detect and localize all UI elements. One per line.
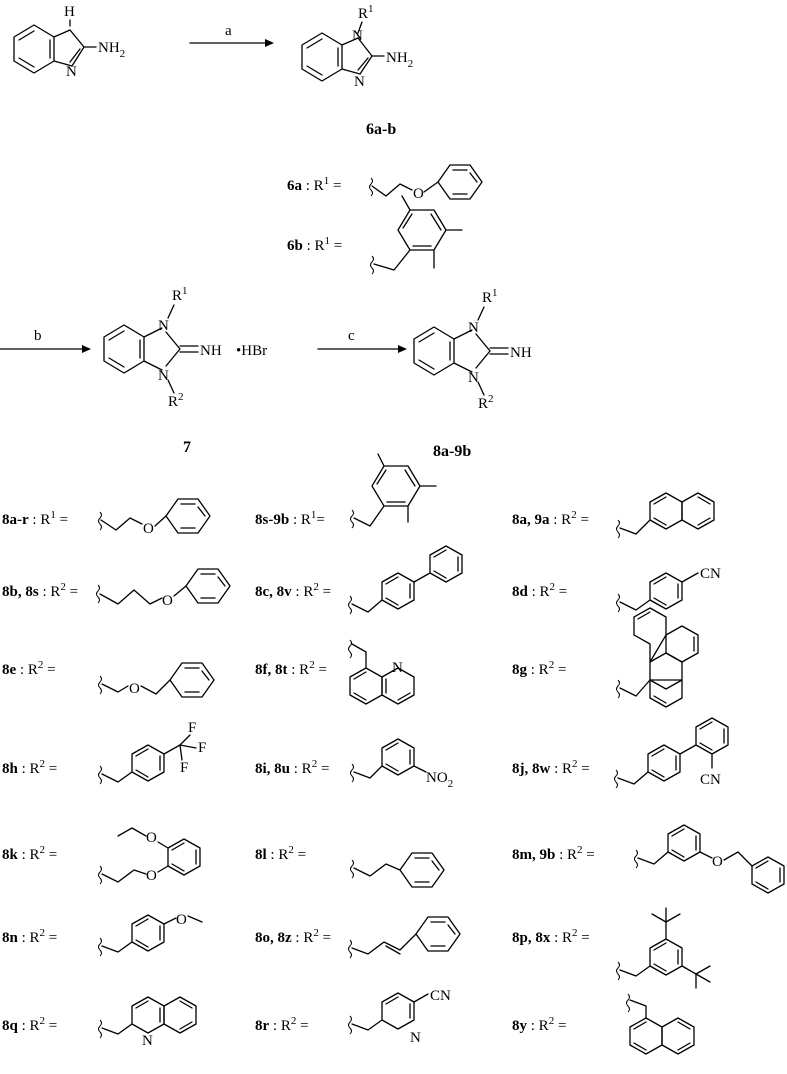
svg-text:O: O: [129, 681, 140, 697]
substituent-8o-8z-cinnamyl: [348, 916, 461, 959]
def-8c-8v: 8c, 8v : R2 =: [255, 581, 331, 600]
reagent-a-label: a: [225, 23, 232, 39]
def-8p-8x: 8p, 8x : R2 =: [512, 927, 590, 946]
svg-text:O: O: [143, 521, 154, 537]
substituent-8s-9b-mesitylmethyl: [350, 453, 437, 529]
arrow-b: b: [0, 328, 91, 353]
svg-text:R2: R2: [168, 391, 184, 410]
svg-text:CN: CN: [430, 988, 451, 1004]
r1-mesitylmethyl-6b: [370, 195, 463, 275]
svg-text:NO2: NO2: [426, 770, 453, 790]
svg-text:O: O: [413, 186, 424, 202]
def-8n: 8n : R2 =: [2, 927, 57, 946]
substituent-8m-9b-benzyloxybenzyl: O: [634, 824, 785, 894]
def-6a: 6a : R1 =: [287, 175, 341, 194]
svg-text:O: O: [146, 868, 157, 884]
def-8f-8t: 8f, 8t : R2 =: [255, 659, 327, 678]
def-8b-8s: 8b, 8s : R2 =: [2, 581, 78, 600]
svg-text:F: F: [180, 760, 188, 776]
substituent-8a-9a-naphthylmethyl: [616, 492, 715, 539]
substituent-8e-benzyloxymethyl: O: [98, 662, 215, 698]
svg-text:CN: CN: [700, 772, 721, 788]
def-8o-8z: 8o, 8z : R2 =: [255, 927, 331, 946]
svg-text:O: O: [176, 912, 187, 928]
substituent-8d-cyanobenzyl: CN: [616, 566, 721, 613]
svg-text:N: N: [142, 1033, 153, 1049]
arrow-a: a: [189, 23, 274, 47]
svg-text:R1: R1: [172, 285, 188, 304]
svg-text:R2: R2: [478, 393, 494, 412]
svg-text:N: N: [468, 370, 479, 386]
def-8y: 8y : R2 =: [512, 1015, 566, 1034]
prod6-r1-label: R1: [358, 3, 374, 22]
def-8d: 8d : R2 =: [512, 581, 567, 600]
hbr-label: •HBr: [236, 343, 267, 359]
prod6-n1-label: N: [352, 28, 363, 44]
sm-n-label: N: [66, 64, 77, 80]
substituent-8j-8w-cyanobiphenylmethyl: CN: [614, 717, 729, 789]
svg-text:N: N: [392, 660, 403, 676]
compound-label-6a-b: 6a-b: [366, 121, 396, 138]
substituent-8p-8x-ditertbutylbenzyl: [616, 907, 711, 989]
svg-text:O: O: [162, 593, 173, 609]
def-8e: 8e : R2 =: [2, 659, 56, 678]
def-6b: 6b : R1 =: [287, 235, 342, 254]
def-8i-8u: 8i, 8u : R2 =: [255, 758, 329, 777]
def-8q: 8q : R2 =: [2, 1015, 57, 1034]
svg-text:NH: NH: [200, 343, 222, 359]
substituent-8y-naphthylmethyl: [626, 993, 695, 1055]
substituent-8f-8t-quinolinylmethyl: N: [348, 639, 415, 705]
substituent-8a-r-phenoxyethyl: O: [98, 498, 211, 537]
svg-text:R1: R1: [482, 287, 498, 306]
compound-label-8a-9b: 8a-9b: [433, 443, 471, 460]
r1-phenoxyethyl-6a: O: [369, 164, 483, 202]
def-8j-8w: 8j, 8w : R2 =: [512, 758, 590, 777]
reagent-c-label: c: [348, 328, 355, 344]
svg-text:F: F: [188, 720, 196, 736]
def-8s-9b: 8s-9b : R1=: [255, 509, 325, 528]
compound-label-7: 7: [183, 439, 191, 456]
sm-nh2-label: NH2: [98, 40, 125, 60]
prod6-n2-label: N: [354, 74, 365, 90]
reagent-b-label: b: [34, 328, 42, 344]
intermediate-7-structure: N N NH R1 R2 •HBr: [103, 285, 267, 410]
substituent-8q-quinolinylmethyl: N: [98, 996, 197, 1049]
sm-h-label: H: [64, 4, 75, 20]
def-8l: 8l : R2 =: [255, 844, 306, 863]
def-8r: 8r : R2 =: [255, 1015, 309, 1034]
def-8m-9b: 8m, 9b : R2 =: [512, 844, 595, 863]
substituent-8i-8u-nitrobenzyl: NO2: [350, 738, 453, 790]
svg-text:F: F: [198, 740, 206, 756]
def-8h: 8h : R2 =: [2, 758, 57, 777]
substituent-8h-trifluoromethylbenzyl: F F F: [98, 720, 206, 785]
substituent-8l-phenethyl: [350, 852, 445, 888]
def-8a-r: 8a-r : R1 =: [2, 509, 68, 528]
svg-text:N: N: [468, 320, 479, 336]
def-8a-9a: 8a, 9a : R2 =: [512, 509, 589, 528]
substituent-8c-8v-biphenylmethyl: [348, 545, 463, 615]
substituent-8k-ethoxyphenoxyethyl: O O: [98, 827, 201, 885]
svg-text:N: N: [158, 318, 169, 334]
substituent-8b-8s-phenoxypropyl: O: [96, 568, 231, 609]
svg-text:N: N: [158, 368, 169, 384]
svg-text:CN: CN: [700, 566, 721, 582]
product-8a-9b-structure: N N NH R1 R2: [413, 287, 532, 412]
def-8g: 8g : R2 =: [512, 659, 566, 678]
svg-text:O: O: [146, 830, 157, 846]
starting-material-2-aminobenzimidazole: H N NH2: [13, 4, 125, 80]
substituent-8n-methoxybenzyl: O: [98, 912, 203, 957]
arrow-c: c: [317, 328, 407, 353]
def-8k: 8k : R2 =: [2, 844, 57, 863]
svg-text:NH: NH: [510, 345, 532, 361]
product-6a-b-structure: R1 N N NH2: [301, 3, 413, 90]
substituent-8g-anthracenylmethyl: [616, 607, 699, 708]
svg-text:N: N: [410, 1030, 421, 1046]
prod6-nh2-label: NH2: [386, 50, 413, 70]
svg-text:O: O: [712, 854, 723, 870]
substituent-8r-cyanopyridinylmethyl: CN N: [348, 988, 451, 1046]
